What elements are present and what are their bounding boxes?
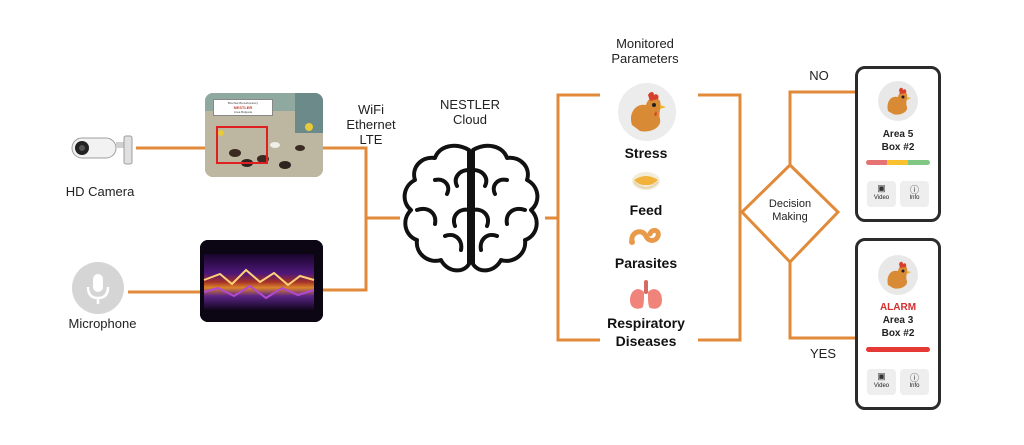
- decision-label-line: Decision: [768, 198, 812, 210]
- video-label: Video: [873, 383, 890, 389]
- status-bar: [866, 160, 930, 165]
- video-button[interactable]: ▣ Video: [867, 181, 896, 207]
- info-label: Info: [909, 383, 920, 389]
- alarm-bar: [866, 347, 930, 352]
- camera-label: HD Camera: [65, 184, 135, 199]
- info-button[interactable]: ⓘ Info: [900, 369, 929, 395]
- connectivity-line: LTE: [359, 132, 383, 147]
- spectrogram-image: [200, 240, 323, 322]
- lungs-icon: [626, 278, 666, 312]
- chicken-icon: [618, 83, 676, 141]
- param-respiratory-line: Diseases: [615, 333, 677, 349]
- param-feed: Feed: [629, 202, 663, 218]
- phone-alarm: ALARM Area 3 Box #2 ▣ Video ⓘ Info: [855, 238, 941, 410]
- parasite-icon: [626, 224, 666, 250]
- phone-box: Box #2: [881, 328, 915, 339]
- feed-sign-line: Area Bulgaria: [233, 110, 253, 114]
- phone-box: Box #2: [881, 142, 915, 153]
- yes-label: YES: [809, 346, 836, 361]
- decision-label-line: Making: [772, 211, 808, 223]
- microphone-label: Microphone: [68, 316, 137, 331]
- info-icon: ⓘ: [909, 373, 919, 383]
- camera-icon: [70, 132, 134, 168]
- alarm-text: ALARM: [879, 302, 917, 313]
- info-label: Info: [909, 195, 920, 201]
- monitored-title-line: Monitored: [616, 36, 674, 51]
- decision-label: Decision Making: [760, 198, 820, 224]
- monitored-title-line: Parameters: [611, 51, 679, 66]
- param-parasites: Parasites: [614, 255, 678, 271]
- monitored-title: Monitored Parameters: [598, 36, 692, 66]
- video-button[interactable]: ▣ Video: [867, 369, 896, 395]
- connectivity-label: WiFi Ethernet LTE: [336, 102, 406, 147]
- video-icon: ▣: [877, 371, 886, 381]
- microphone-icon: [72, 262, 124, 314]
- phone-area: Area 5: [882, 129, 914, 140]
- video-icon: ▣: [877, 183, 886, 193]
- cloud-label-line: NESTLER: [440, 97, 500, 112]
- param-stress: Stress: [624, 145, 668, 161]
- brain-icon: [395, 140, 547, 284]
- decision-diamond: [739, 162, 841, 265]
- feed-sign: Biochek BioLaboratory NESTLER Area Bulga…: [213, 99, 273, 116]
- no-label: NO: [809, 68, 829, 83]
- connectivity-line: Ethernet: [346, 117, 396, 132]
- cloud-label: NESTLER Cloud: [432, 97, 508, 127]
- feed-sign-line: Biochek BioLaboratory: [227, 101, 259, 105]
- video-label: Video: [873, 195, 890, 201]
- feed-icon: [628, 170, 664, 196]
- param-respiratory: Respiratory Diseases: [594, 314, 698, 350]
- phone-area: Area 3: [882, 315, 914, 326]
- chicken-avatar-icon: [878, 81, 918, 121]
- chicken-avatar-icon: [878, 255, 918, 295]
- phone-normal: Area 5 Box #2 ▣ Video ⓘ Info: [855, 66, 941, 222]
- cloud-label-line: Cloud: [453, 112, 487, 127]
- param-respiratory-line: Respiratory: [607, 315, 685, 331]
- connectivity-line: WiFi: [358, 102, 384, 117]
- info-button[interactable]: ⓘ Info: [900, 181, 929, 207]
- camera-feed-image: Biochek BioLaboratory NESTLER Area Bulga…: [205, 93, 323, 177]
- feed-sign-line: NESTLER: [233, 105, 253, 110]
- info-icon: ⓘ: [909, 185, 919, 195]
